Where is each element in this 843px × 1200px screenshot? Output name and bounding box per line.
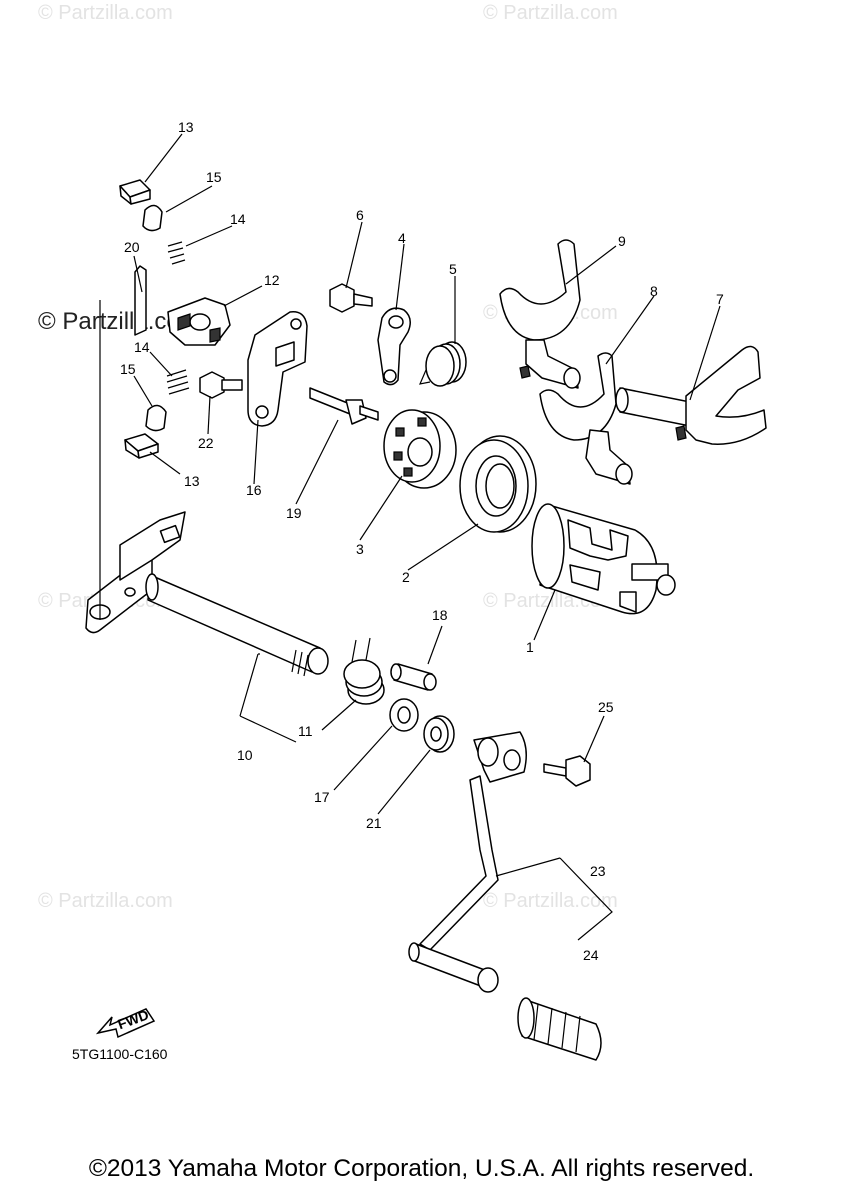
callout-23: 23	[590, 863, 606, 879]
callout-18: 18	[432, 607, 448, 623]
callout-16: 16	[246, 482, 262, 498]
watermark: © Partzilla.com	[483, 890, 618, 912]
callout-9: 9	[618, 233, 626, 249]
part-25[interactable]	[543, 755, 591, 787]
callout-8: 8	[650, 283, 658, 299]
callout-1: 1	[526, 639, 534, 655]
part-19[interactable]	[423, 715, 455, 753]
watermark: © Partzilla.com	[483, 2, 618, 24]
callout-14b: 14	[134, 339, 150, 355]
callout-24: 24	[583, 947, 599, 963]
forward-arrow-icon: FWD	[96, 1006, 156, 1039]
part-8[interactable]	[539, 352, 633, 485]
part-10[interactable]	[85, 511, 329, 677]
callout-11: 11	[298, 723, 313, 739]
callout-12: 12	[264, 272, 280, 288]
part-21[interactable]	[134, 265, 147, 336]
copyright-notice: ©2013 Yamaha Motor Corporation, U.S.A. A…	[88, 1155, 755, 1182]
watermark: © Partzilla.com	[38, 890, 173, 912]
part-15-top[interactable]	[142, 204, 163, 232]
callout-7: 7	[716, 291, 724, 307]
callout-5: 5	[449, 261, 457, 277]
callout-20: 19	[286, 505, 302, 521]
part-12[interactable]	[167, 297, 231, 346]
part-1[interactable]	[531, 503, 676, 615]
callout-10: 10	[237, 747, 253, 763]
part-23[interactable]	[408, 731, 527, 993]
part-18[interactable]	[390, 663, 437, 691]
part-2[interactable]	[459, 435, 537, 533]
callout-14: 14	[230, 211, 246, 227]
part-4[interactable]	[377, 307, 411, 386]
part-13-lower[interactable]	[124, 433, 159, 459]
leader-lines	[99, 133, 721, 941]
part-5[interactable]	[418, 341, 467, 387]
part-3[interactable]	[383, 409, 457, 489]
callout-13b: 13	[184, 473, 200, 489]
callout-21: 20	[124, 239, 140, 255]
callout-13: 13	[178, 119, 194, 135]
callout-17: 17	[314, 789, 330, 805]
callout-19: 21	[366, 815, 382, 831]
part-14-top[interactable]	[167, 241, 186, 265]
part-9[interactable]	[499, 239, 581, 389]
callout-3: 3	[356, 541, 364, 557]
part-6[interactable]	[329, 283, 373, 313]
watermark: © Partzilla.com	[38, 2, 173, 24]
part-13-top[interactable]	[119, 179, 151, 205]
part-24[interactable]	[517, 997, 602, 1061]
exploded-view: 13 15 14 20 12 14 15 13 22 16 19 6 4 5 9…	[85, 119, 767, 1061]
part-7[interactable]	[615, 345, 767, 445]
callout-22: 22	[198, 435, 214, 451]
callout-2: 2	[402, 569, 410, 585]
part-11[interactable]	[343, 637, 385, 705]
callout-15b: 15	[120, 361, 136, 377]
callout-25: 25	[598, 699, 614, 715]
part-22[interactable]	[199, 371, 243, 399]
part-20[interactable]	[309, 387, 379, 425]
callout-4: 4	[398, 230, 406, 246]
part-14-lower[interactable]	[166, 369, 190, 395]
part-17[interactable]	[389, 698, 419, 732]
figure-code: 5TG1100-C160	[72, 1046, 168, 1062]
part-16[interactable]	[247, 311, 308, 427]
part-15-lower[interactable]	[145, 404, 167, 432]
callout-6: 6	[356, 207, 364, 223]
callout-labels: 13 15 14 20 12 14 15 13 22 16 19 6 4 5 9…	[120, 119, 724, 963]
callout-15: 15	[206, 169, 222, 185]
